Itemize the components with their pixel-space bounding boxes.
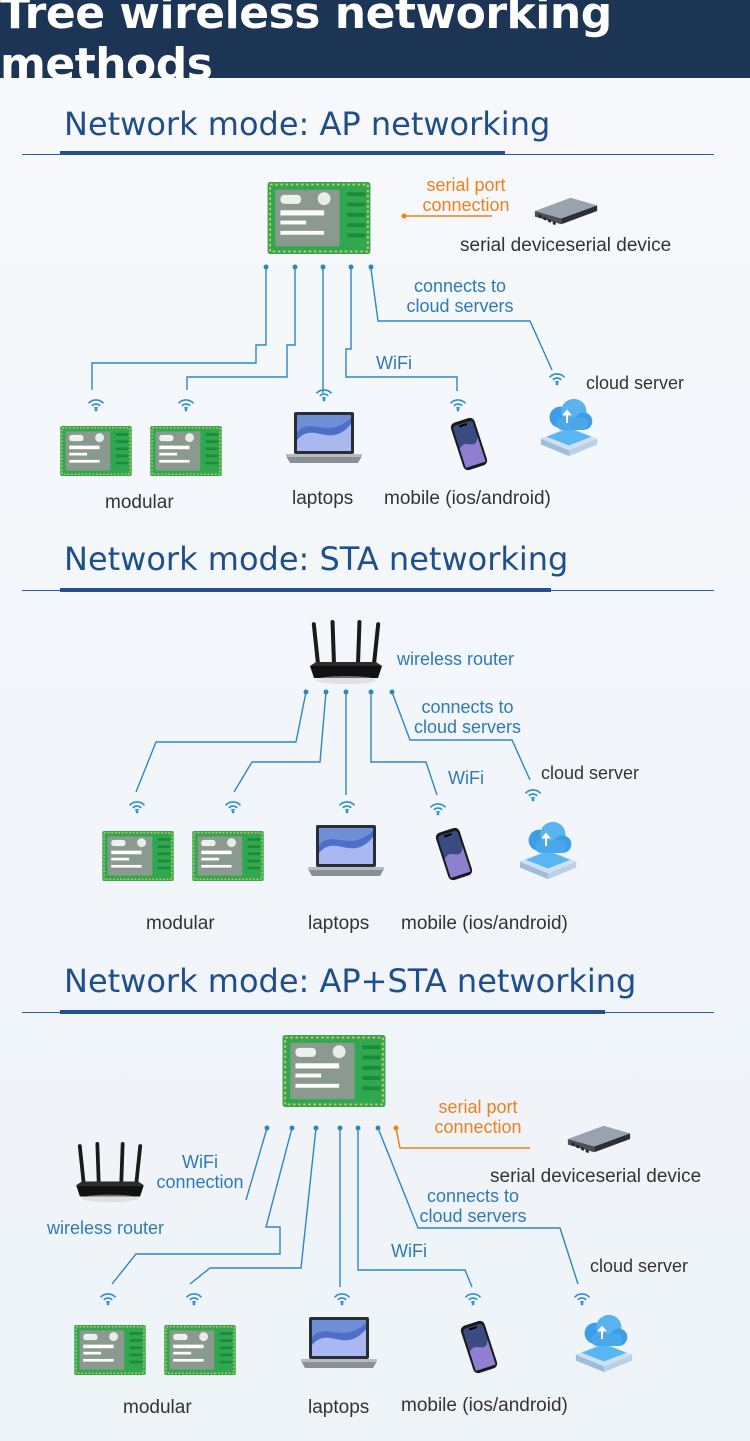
phone-icon [458,1318,500,1376]
serial-device-label: serial deviceserial device [460,235,672,256]
signal-icon [572,1292,592,1306]
laptops-label: laptops [292,488,354,509]
laptop-icon [306,822,386,880]
page-title: Tree wireless networking methods [0,0,750,90]
connection-lines [111,1125,579,1288]
title-underline [60,151,505,155]
serial-device-label: serial deviceserial device [490,1166,702,1187]
signal-icon [337,800,357,814]
router-icon [306,620,386,686]
signal-icon [127,800,147,814]
signal-icon [463,1292,483,1306]
modular-label: modular [105,492,174,513]
connection-lines [135,689,531,796]
router-icon [72,1142,148,1204]
wifi-label: WiFi [376,353,412,373]
laptop-icon [284,409,364,467]
wifi-module-icon [102,831,174,881]
serial-device-icon [533,192,599,230]
wifi-label: WiFi [448,768,484,788]
cloud-server-icon [535,394,603,462]
wifi-module-icon [192,831,264,881]
section-title: Network mode: STA networking [64,540,569,578]
section-title: Network mode: AP+STA networking [64,962,637,1000]
cloud-server-label: cloud server [586,373,685,393]
wifi-module-icon [74,1325,146,1375]
signal-icon [332,1292,352,1306]
signal-icon [428,802,448,816]
cloud-server-icon [514,817,582,885]
phone-icon [448,415,490,473]
wifi-module-icon [60,426,132,476]
cloud-server-icon [570,1310,638,1378]
signal-icon [523,788,543,802]
wifi-module-icon [280,1035,388,1107]
cloud-server-label: cloud server [541,763,640,783]
serial-device-icon [566,1120,632,1158]
signal-icon [176,398,196,412]
wifi-label: WiFi [391,1241,427,1261]
mobile-label: mobile (ios/android) [384,488,551,509]
signal-icon [86,398,106,412]
laptops-label: laptops [308,913,370,934]
cloud-server-label: cloud server [590,1256,689,1276]
wireless-router-label: wireless router [397,649,515,669]
modular-label: modular [146,913,215,934]
mobile-label: mobile (ios/android) [401,913,568,934]
section-title: Network mode: AP networking [64,105,551,143]
signal-icon [184,1292,204,1306]
wifi-module-icon [150,426,222,476]
signal-icon [98,1292,118,1306]
signal-icon [223,800,243,814]
wifi-module-icon [164,1325,236,1375]
connection-lines [91,213,553,393]
signal-icon [314,388,334,402]
laptop-icon [299,1314,379,1372]
signal-icon [448,398,468,412]
wifi-module-icon [265,182,373,254]
phone-icon [433,825,475,883]
laptops-label: laptops [308,1397,370,1418]
title-underline [60,588,551,592]
section-ap-sta: Network mode: AP+STA networking serial p… [0,952,750,1432]
mobile-label: mobile (ios/android) [401,1395,568,1416]
title-underline [60,1010,605,1014]
signal-icon [547,372,567,386]
wireless-router-label: wireless router [47,1218,165,1238]
section-sta: Network mode: STA networking wireless ro… [0,530,750,945]
modular-label: modular [123,1397,192,1418]
